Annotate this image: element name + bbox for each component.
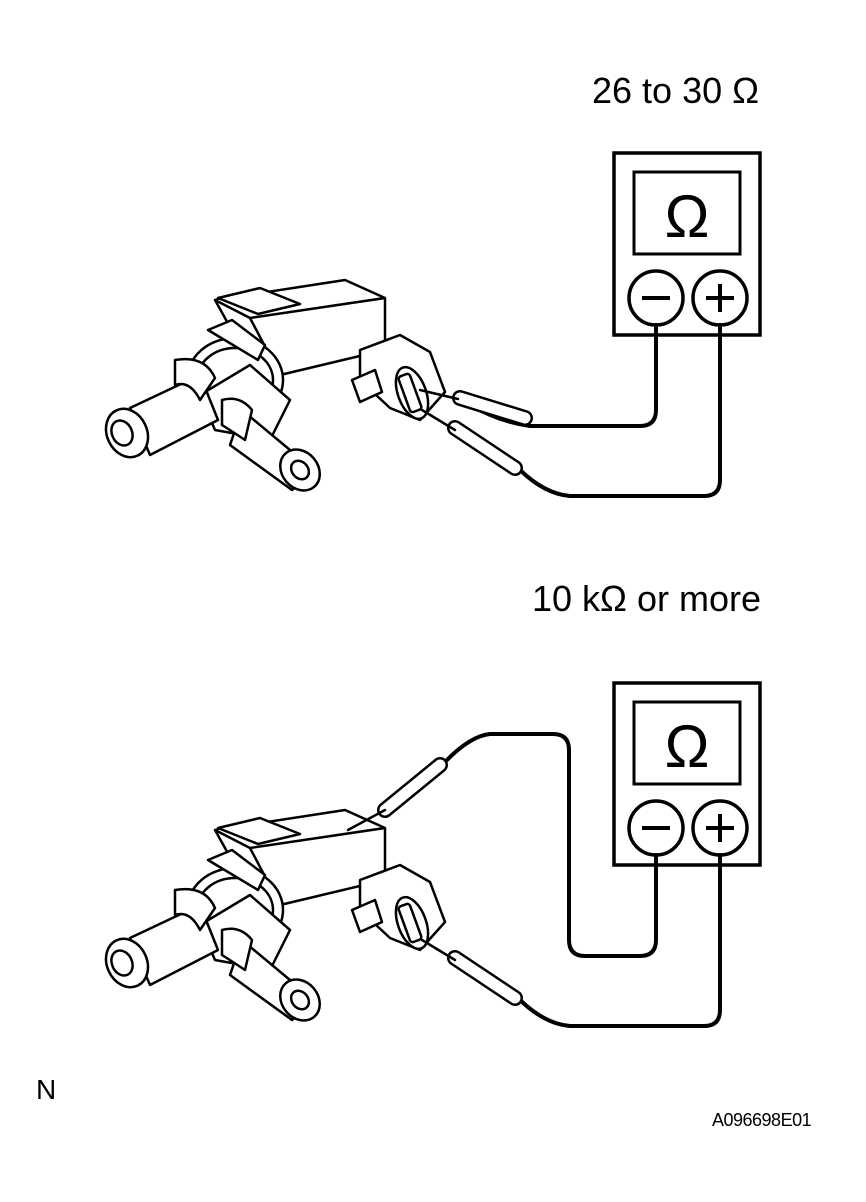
upper-valve-drawing bbox=[97, 278, 447, 500]
upper-diagram: Ω bbox=[97, 151, 762, 500]
lower-diagram: Ω bbox=[97, 681, 762, 1030]
lower-resistance-spec: 10 kΩ or more bbox=[532, 578, 761, 619]
lower-valve-drawing bbox=[97, 808, 447, 1030]
figure-code: A096698E01 bbox=[712, 1110, 812, 1130]
upper-resistance-spec: 26 to 30 Ω bbox=[592, 70, 760, 111]
lower-probe-leads bbox=[346, 732, 722, 1028]
upper-ohm-symbol: Ω bbox=[665, 183, 710, 250]
lower-ohm-symbol: Ω bbox=[665, 713, 710, 780]
upper-probe-leads bbox=[418, 323, 722, 498]
corner-letter: N bbox=[36, 1074, 57, 1105]
